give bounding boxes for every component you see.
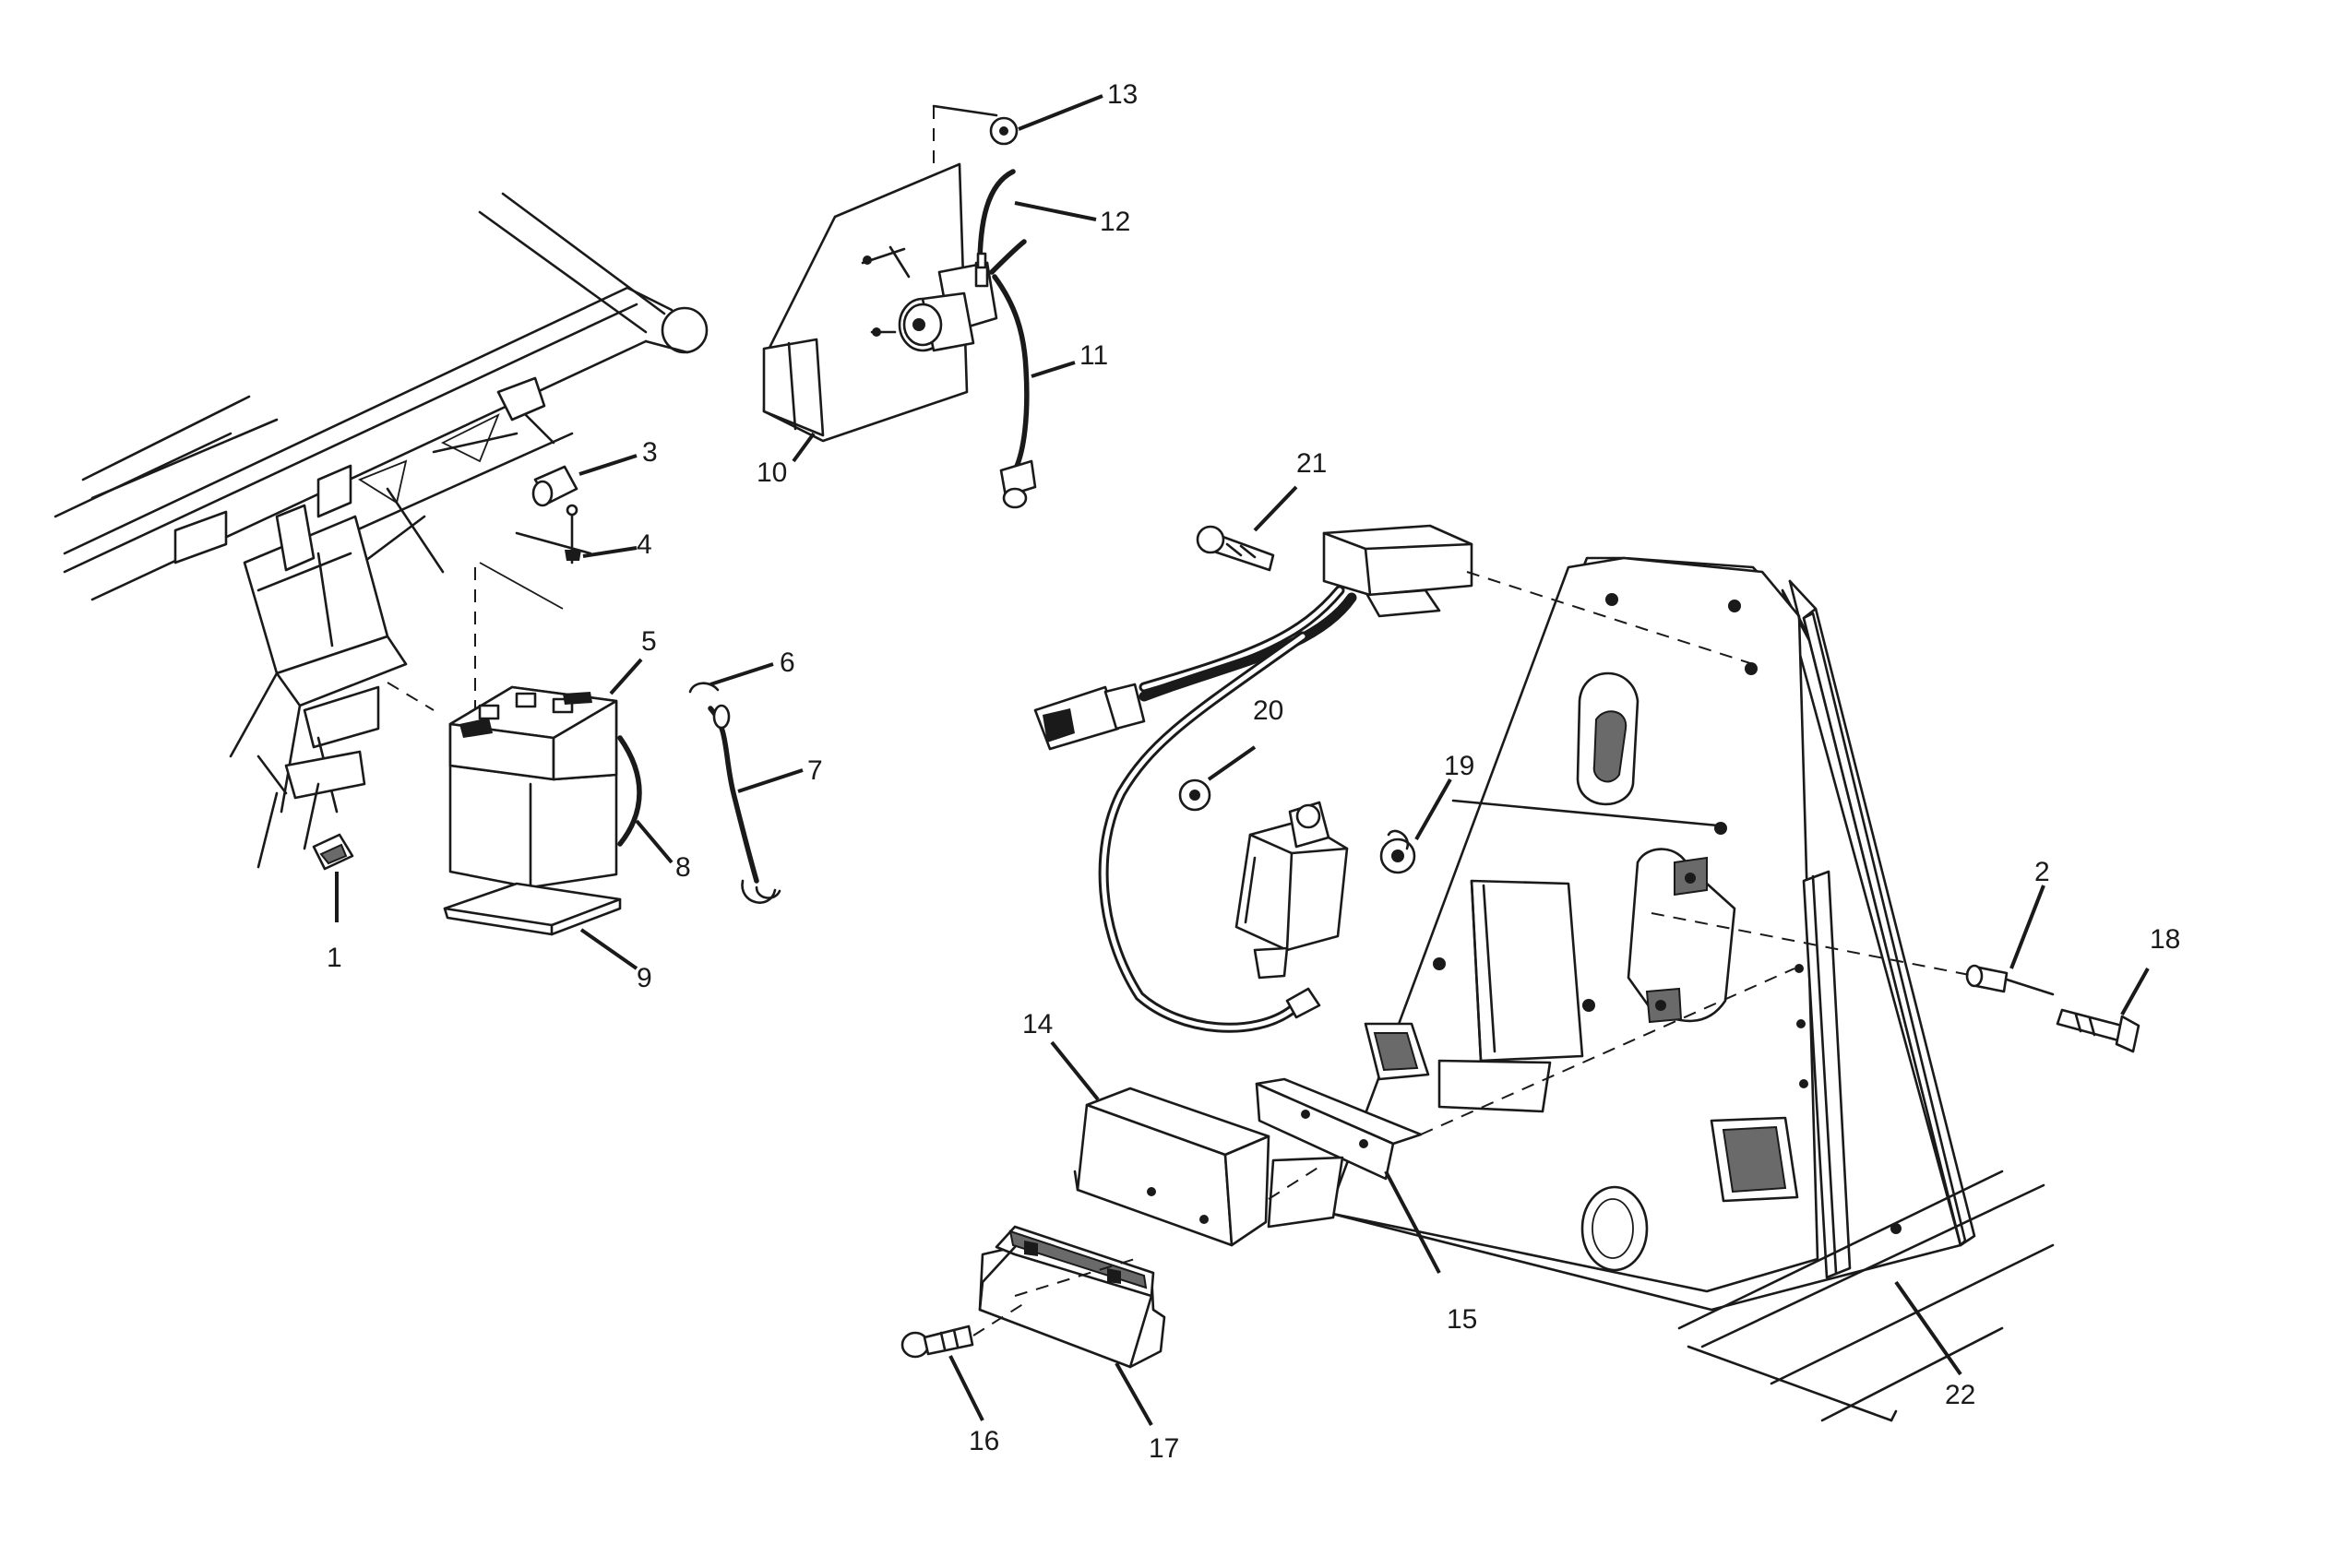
callout-21: 21 (1296, 448, 1327, 479)
part-16-screw (900, 1300, 1030, 1421)
part-2-washer (1965, 885, 2055, 996)
callout-10: 10 (757, 457, 787, 488)
regulator-bracket (1627, 848, 1736, 1024)
part-7-battery-cable (708, 704, 804, 904)
part-14-rectifier (1050, 1040, 1344, 1247)
callout-20: 20 (1253, 695, 1283, 726)
part-19-grommet (1379, 778, 1720, 874)
part-1-clip (312, 833, 354, 922)
frame-assembly (54, 192, 709, 869)
part-17-cover (978, 1225, 1166, 1426)
callout-22: 22 (1945, 1380, 1975, 1410)
part-18-bolt (2056, 968, 2150, 1053)
callout-labels: 1 2 3 4 5 6 7 8 9 10 11 12 13 14 15 16 1… (327, 79, 2180, 1464)
callout-5: 5 (641, 626, 657, 657)
ignition-coil (1234, 801, 1349, 980)
part-10-switch-bracket (762, 162, 969, 463)
part-6-screw (688, 662, 774, 694)
callout-16: 16 (969, 1426, 999, 1456)
part-5-battery (448, 658, 643, 889)
callout-8: 8 (675, 852, 691, 883)
callout-7: 7 (807, 755, 823, 786)
part-3-terminal-cap (531, 454, 638, 507)
callout-2: 2 (2034, 857, 2050, 887)
part-21-cdi-module (1033, 524, 1754, 1033)
part-12-wire (977, 169, 1097, 270)
callout-3: 3 (642, 437, 658, 468)
callout-6: 6 (780, 647, 795, 678)
callout-14: 14 (1022, 1009, 1053, 1039)
callout-18: 18 (2150, 924, 2180, 955)
callout-12: 12 (1100, 207, 1130, 237)
callout-9: 9 (637, 963, 652, 993)
part-9-pad (443, 882, 638, 970)
callout-11: 11 (1079, 340, 1108, 371)
part-13-nut (989, 94, 1103, 146)
callout-17: 17 (1149, 1433, 1179, 1464)
ignition-switch-body (861, 245, 998, 352)
part-4-bolt (479, 504, 638, 610)
part-15-plate (1255, 968, 1795, 1274)
callout-4: 4 (637, 529, 652, 560)
part-8-strap (617, 735, 674, 864)
callout-13: 13 (1107, 79, 1138, 110)
callout-1: 1 (327, 943, 342, 973)
part-21-bolt (1196, 485, 1298, 572)
callout-15: 15 (1447, 1304, 1477, 1335)
part-20-nut (1178, 745, 1257, 812)
callout-19: 19 (1444, 751, 1474, 781)
part-11-spark-plug-wire (989, 239, 1076, 509)
